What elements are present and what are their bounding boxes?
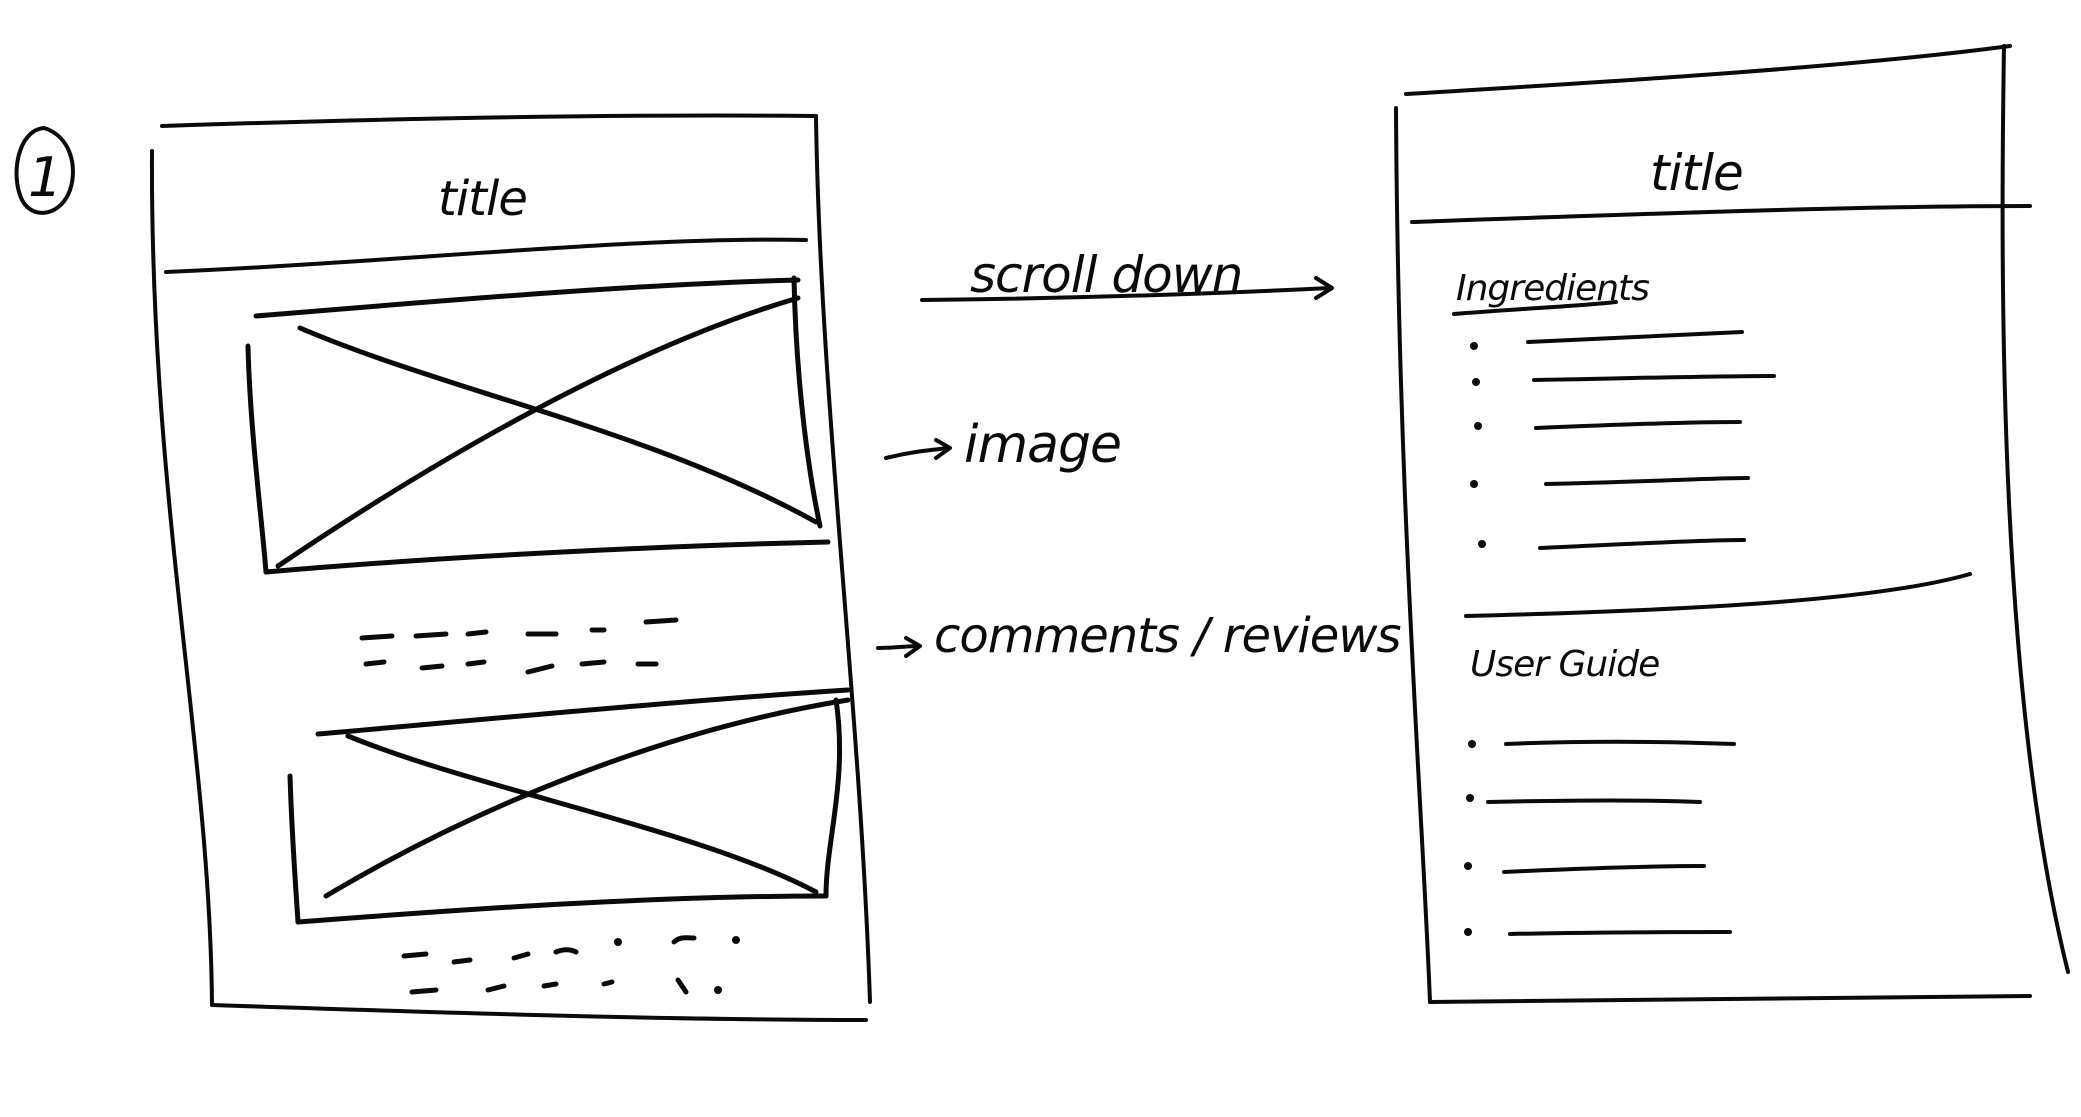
scroll-down-annotation: scroll down — [920, 246, 1334, 304]
image-label: image — [964, 415, 1121, 475]
list-item — [1486, 798, 1702, 804]
ingredients-list — [1470, 330, 1776, 550]
screen-2-title: title — [1650, 144, 1743, 202]
image-placeholder-2 — [287, 687, 851, 925]
user-guide-list — [1464, 739, 1736, 936]
list-item — [1532, 374, 1776, 382]
comments-label: comments / reviews — [934, 608, 1401, 664]
user-guide-section: User Guide — [1464, 644, 1736, 936]
step-marker-label: 1 — [28, 146, 61, 209]
ingredients-heading: Ingredients — [1456, 268, 1649, 309]
screen-1-title: title — [438, 171, 527, 227]
list-item — [1504, 739, 1736, 746]
user-guide-heading: User Guide — [1470, 644, 1659, 685]
list-item — [1526, 330, 1744, 344]
screen-1-frame — [149, 113, 872, 1022]
list-item — [1508, 930, 1732, 936]
list-item — [1534, 420, 1742, 430]
comment-lines-2 — [401, 935, 740, 995]
comments-annotation: comments / reviews — [876, 608, 1402, 664]
image-placeholder-1 — [245, 275, 831, 575]
image-annotation: image — [884, 415, 1122, 475]
step-marker: 1 — [14, 126, 75, 215]
list-item — [1538, 538, 1746, 550]
list-item — [1544, 476, 1750, 486]
list-item — [1502, 864, 1706, 874]
ingredients-section: Ingredients — [1452, 268, 1776, 550]
comment-lines-1 — [359, 617, 679, 675]
screen-2-frame — [1394, 44, 2070, 1004]
